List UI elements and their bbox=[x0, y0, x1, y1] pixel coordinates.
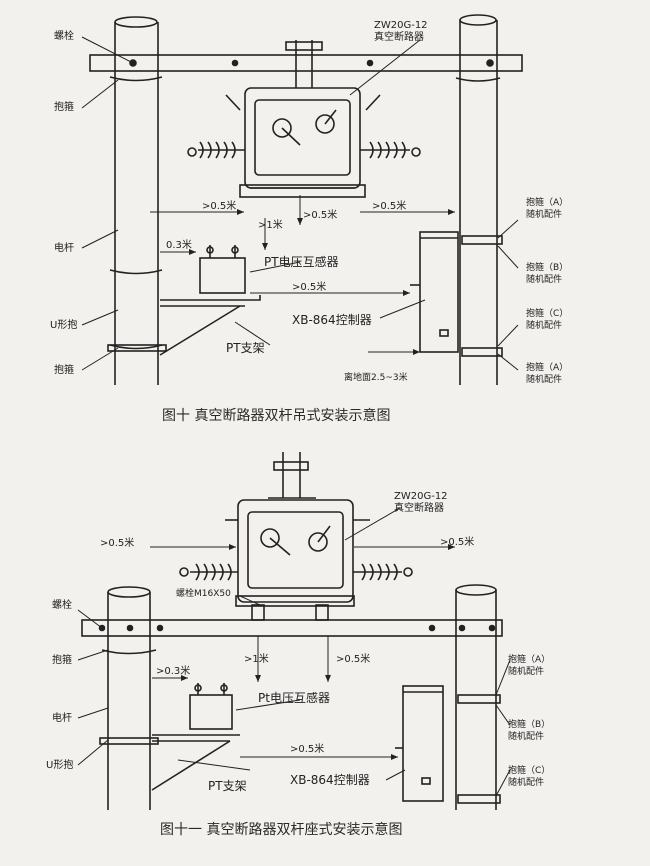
dist-under-right-bottom: >0.5米 bbox=[336, 652, 370, 665]
label-acc-a2-top: 随机配件 bbox=[526, 373, 562, 385]
dist-left-bottom: >0.5米 bbox=[100, 536, 134, 549]
label-breaker-top-2: 真空断路器 bbox=[374, 30, 424, 43]
label-breaker-top-1: ZW20G-12 bbox=[374, 20, 428, 31]
label-pt-bracket-top: PT支架 bbox=[226, 341, 265, 355]
label-pt-bracket-bottom: PT支架 bbox=[208, 779, 247, 793]
dist-pt-bottom: >0.3米 bbox=[156, 664, 190, 677]
controller-bottom bbox=[395, 685, 444, 802]
dimensions-top bbox=[150, 195, 455, 355]
leaders-top bbox=[81, 36, 519, 371]
label-hoop-top: 抱箍 bbox=[54, 100, 74, 113]
pt-bracket-bottom bbox=[151, 734, 240, 791]
insulators-bottom bbox=[179, 563, 413, 581]
dist-ctrl-bottom: >0.5米 bbox=[290, 742, 324, 755]
label-acc-b-top: 随机配件 bbox=[526, 273, 562, 285]
dist-ctrl-top: >0.5米 bbox=[292, 280, 326, 293]
hanger-top bbox=[225, 40, 381, 111]
pt-transformer-bottom bbox=[189, 683, 233, 730]
pole-hoops-bottom bbox=[99, 649, 501, 804]
label-pole-bottom: 电杆 bbox=[52, 711, 72, 724]
label-bolt-top: 螺栓 bbox=[54, 29, 74, 42]
dist-pt-top: 0.3米 bbox=[166, 238, 192, 251]
label-ground-top: 离地面2.5~3米 bbox=[344, 371, 408, 383]
label-u-hoop-top: U形抱 bbox=[50, 318, 77, 331]
label-breaker-bottom-2: 真空断路器 bbox=[394, 501, 444, 514]
pole-right-bottom bbox=[455, 584, 497, 810]
controller-top bbox=[410, 231, 459, 353]
insulators-top bbox=[187, 141, 421, 159]
dimensions-bottom bbox=[150, 544, 455, 760]
breaker-body-bottom bbox=[225, 499, 370, 607]
dist-right-top: >0.5米 bbox=[372, 199, 406, 212]
label-hoop-b-bottom: 抱箍（B） bbox=[508, 718, 550, 730]
leaders-bottom bbox=[77, 507, 511, 797]
label-hoop-a-bottom: 抱箍（A） bbox=[508, 653, 550, 665]
pt-bracket-top bbox=[159, 295, 261, 356]
pole-left-top bbox=[114, 16, 159, 385]
label-bolt-bottom: 螺栓 bbox=[52, 598, 72, 611]
label-pole-top: 电杆 bbox=[54, 241, 74, 254]
caption-bottom: 图十一 真空断路器双杆座式安装示意图 bbox=[160, 821, 402, 838]
hanger-bottom bbox=[268, 452, 316, 499]
label-acc-c-bottom: 随机配件 bbox=[508, 776, 544, 788]
dist-under-top: >1米 bbox=[258, 218, 283, 231]
label-hoop-b-top: 抱箍（B） bbox=[526, 261, 568, 273]
crossbeam-top bbox=[89, 54, 523, 72]
label-u-hoop-bottom: U形抱 bbox=[46, 758, 73, 771]
dist-right-bottom: >0.5米 bbox=[440, 535, 474, 548]
label-hoop-c-bottom: 抱箍（C） bbox=[508, 764, 550, 776]
pole-left-bottom bbox=[107, 586, 151, 810]
labels-top: 螺栓 抱箍 电杆 U形抱 抱箍 ZW20G-12 真空断路器 >0.5米 >0.… bbox=[50, 20, 568, 424]
pole-hoops-top bbox=[107, 76, 503, 357]
label-breaker-bottom-1: ZW20G-12 bbox=[394, 491, 448, 502]
label-acc-c-top: 随机配件 bbox=[526, 319, 562, 331]
breaker-body-top bbox=[239, 87, 366, 198]
label-pt-transformer-top: PT电压互感器 bbox=[264, 254, 339, 269]
caption-top: 图十 真空断路器双杆吊式安装示意图 bbox=[162, 407, 390, 424]
crossbeam-bottom bbox=[81, 604, 503, 637]
label-hoop-bottom-top: 抱箍 bbox=[54, 363, 74, 376]
figure-bottom bbox=[77, 452, 511, 810]
label-acc-a-bottom: 随机配件 bbox=[508, 665, 544, 677]
labels-bottom: ZW20G-12 真空断路器 >0.5米 >0.5米 螺栓M16X50 螺栓 抱… bbox=[46, 491, 550, 838]
label-hoop-c-top: 抱箍（C） bbox=[526, 307, 568, 319]
figure-top bbox=[81, 14, 523, 385]
label-controller-bottom: XB-864控制器 bbox=[290, 773, 370, 787]
label-controller-top: XB-864控制器 bbox=[292, 313, 372, 327]
label-acc-b-bottom: 随机配件 bbox=[508, 730, 544, 742]
label-acc-a-top: 随机配件 bbox=[526, 208, 562, 220]
pole-right-top bbox=[459, 14, 498, 385]
label-hoop-a-top: 抱箍（A） bbox=[526, 196, 568, 208]
label-bolt-m16-bottom: 螺栓M16X50 bbox=[176, 587, 231, 599]
label-pt-transformer-bottom: Pt电压互感器 bbox=[258, 690, 330, 705]
label-hoop-a2-top: 抱箍（A） bbox=[526, 361, 568, 373]
dist-under-right-top: >0.5米 bbox=[303, 208, 337, 221]
dist-under-bottom: >1米 bbox=[244, 652, 269, 665]
pt-transformer-top bbox=[199, 245, 246, 294]
dist-left-top: >0.5米 bbox=[202, 199, 236, 212]
label-hoop-bottom: 抱箍 bbox=[52, 653, 72, 666]
